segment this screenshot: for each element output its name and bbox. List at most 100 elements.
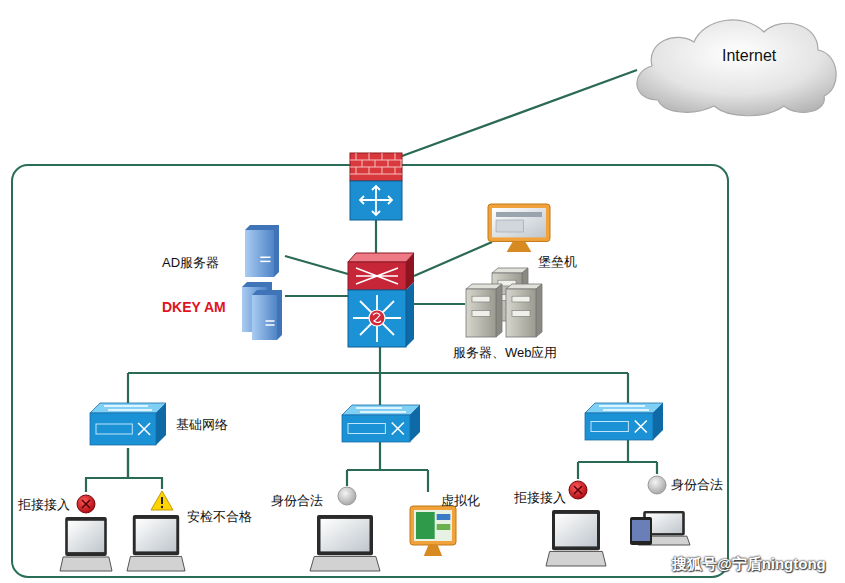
network-wire [427,470,429,492]
switch-icon [599,405,645,407]
switch-icon [585,413,653,440]
node-label: Internet [722,46,776,65]
internet-cloud: Internet [628,8,843,120]
firewall-icon [350,174,402,175]
laptop-icon [546,551,606,566]
firewall-icon [356,153,357,160]
laptop-icon [60,517,112,571]
firewall-icon [350,153,402,181]
reject-status-icon [77,495,95,513]
switch-icon [591,422,628,432]
network-wire [656,462,658,474]
firewall-icon [362,160,363,167]
core-switch-icon [348,253,414,262]
server-icon [260,261,270,263]
laptop-icon [552,510,600,550]
firewall-icon [350,181,402,220]
laptop-icon [65,517,107,556]
switch-icon [635,421,647,433]
core-switch-icon [348,262,406,290]
firewall-icon [382,153,383,160]
server-icon [466,284,502,337]
node-label: DKEY AM [162,299,226,316]
firewall-icon [369,167,370,174]
network-wire [375,220,377,253]
node-label: 安检不合格 [187,509,252,525]
server-icon [536,284,542,337]
node-label: 服务器、Web应用 [453,345,558,361]
warning-icon [151,491,173,510]
network-wire [128,70,657,492]
node-label: 拒接接入 [514,490,566,506]
pass-status-icon [648,476,666,494]
laptop-icon [317,515,373,555]
switch-icon [360,411,406,413]
monitor-icon [414,510,452,541]
terminal-laptop-icon [125,489,260,574]
node-label: 基础网络 [176,417,228,433]
network-link [128,448,162,489]
switch-icon [653,403,663,440]
cloud-shape [637,20,836,116]
server-icon [260,256,270,258]
switch-icon [585,403,663,413]
switch-icon [603,409,649,411]
network-boundary [12,165,728,577]
server-icon [512,311,530,317]
network-wire [347,469,428,471]
network-wire [414,303,465,305]
server-icon [506,284,542,337]
node-label: 拒接接入 [18,497,70,513]
tablet-icon [630,517,652,545]
switch-icon [342,405,420,442]
access-switch: 基础网络 [88,403,248,448]
monitor-icon [410,506,456,556]
core-switch-icon [348,290,406,347]
pass-status-icon [338,487,356,505]
device-icon [342,153,663,442]
network-wire [285,256,348,274]
firewall-icon [350,160,402,161]
laptop-icon [310,515,380,571]
terminal-laptop: 身份合法 [268,485,385,573]
server-icon [472,296,490,302]
firewall-icon [360,186,392,215]
monitor-icon [416,512,435,539]
terminal-laptop: 拒接接入 [15,492,115,574]
server-icon [472,311,490,317]
core-switch-icon [406,282,414,347]
core-switch-icon [348,253,414,347]
switch-icon [585,403,663,440]
monitor-icon [437,514,451,520]
node-label: 堡垒机 [538,254,577,270]
terminal-laptop: 拒接接入 [514,478,610,570]
dkey-am-server: DKEY AM [160,282,285,342]
network-wire [578,461,657,463]
switch-icon [138,423,150,435]
laptop-icon [546,510,606,566]
node-label: 虚拟化 [441,493,480,509]
terminal-laptop: 安检不合格 [125,489,260,574]
network-wire [346,470,348,486]
network-wire [127,373,129,403]
server-icon [506,289,536,337]
network-wire [627,440,629,462]
network-wire [414,242,492,276]
switch-icon [108,409,152,411]
network-wire [379,442,381,470]
switch-icon [342,415,410,442]
firewall-icon [369,153,370,160]
ad-server: AD服务器 [160,222,285,280]
mobile-devices: 身份合法 [628,473,740,553]
ad-server-icon [160,222,285,280]
network-wire [128,372,628,374]
core-switch-icon [356,268,398,284]
reject-status-icon [77,495,95,513]
laptop-icon [321,519,370,551]
switch-icon [90,403,166,413]
core-switch-icon [353,295,401,342]
server-icon [266,320,275,322]
switch-icon [90,413,156,445]
switch-icon [392,423,404,435]
network-wire [627,373,629,403]
